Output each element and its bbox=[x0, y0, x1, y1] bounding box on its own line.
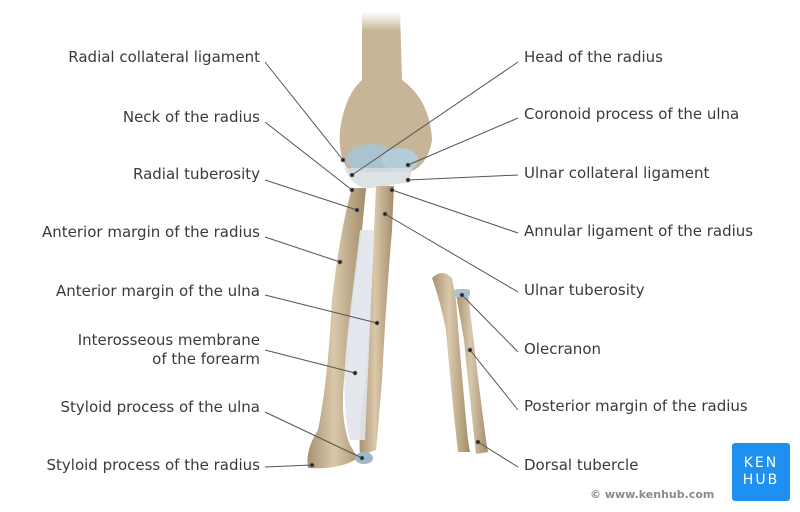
label-radial-collateral-ligament: Radial collateral ligament bbox=[68, 48, 260, 66]
humerus bbox=[339, 12, 432, 172]
lateral-radius bbox=[456, 292, 488, 454]
kenhub-logo: KEN HUB bbox=[732, 443, 790, 501]
radius-bone bbox=[307, 188, 366, 469]
label-interosseous-membrane: Interosseous membrane of the forearm bbox=[77, 331, 260, 368]
collateral-ligaments bbox=[342, 160, 412, 189]
label-styloid-radius: Styloid process of the radius bbox=[46, 456, 260, 474]
lateral-ulna bbox=[432, 273, 470, 452]
label-posterior-margin-radius: Posterior margin of the radius bbox=[524, 397, 748, 415]
label-neck-of-radius: Neck of the radius bbox=[122, 108, 260, 126]
label-ulnar-tuberosity: Ulnar tuberosity bbox=[524, 281, 645, 299]
logo-line-1: KEN bbox=[743, 455, 779, 471]
label-head-of-radius: Head of the radius bbox=[524, 48, 663, 66]
label-coronoid-process: Coronoid process of the ulna bbox=[524, 105, 740, 123]
label-annular-ligament: Annular ligament of the radius bbox=[524, 222, 754, 240]
copyright-text: © www.kenhub.com bbox=[590, 488, 715, 501]
label-ulnar-collateral-ligament: Ulnar collateral ligament bbox=[524, 164, 710, 182]
label-olecranon: Olecranon bbox=[524, 340, 601, 358]
label-anterior-margin-ulna: Anterior margin of the ulna bbox=[56, 282, 260, 300]
label-styloid-ulna: Styloid process of the ulna bbox=[60, 398, 260, 416]
interosseous-membrane bbox=[344, 230, 374, 440]
leader-lines bbox=[264, 61, 519, 468]
label-dorsal-tubercle: Dorsal tubercle bbox=[524, 456, 639, 474]
label-radial-tuberosity: Radial tuberosity bbox=[133, 165, 260, 183]
logo-line-2: HUB bbox=[742, 472, 780, 488]
label-anterior-margin-radius: Anterior margin of the radius bbox=[42, 223, 260, 241]
